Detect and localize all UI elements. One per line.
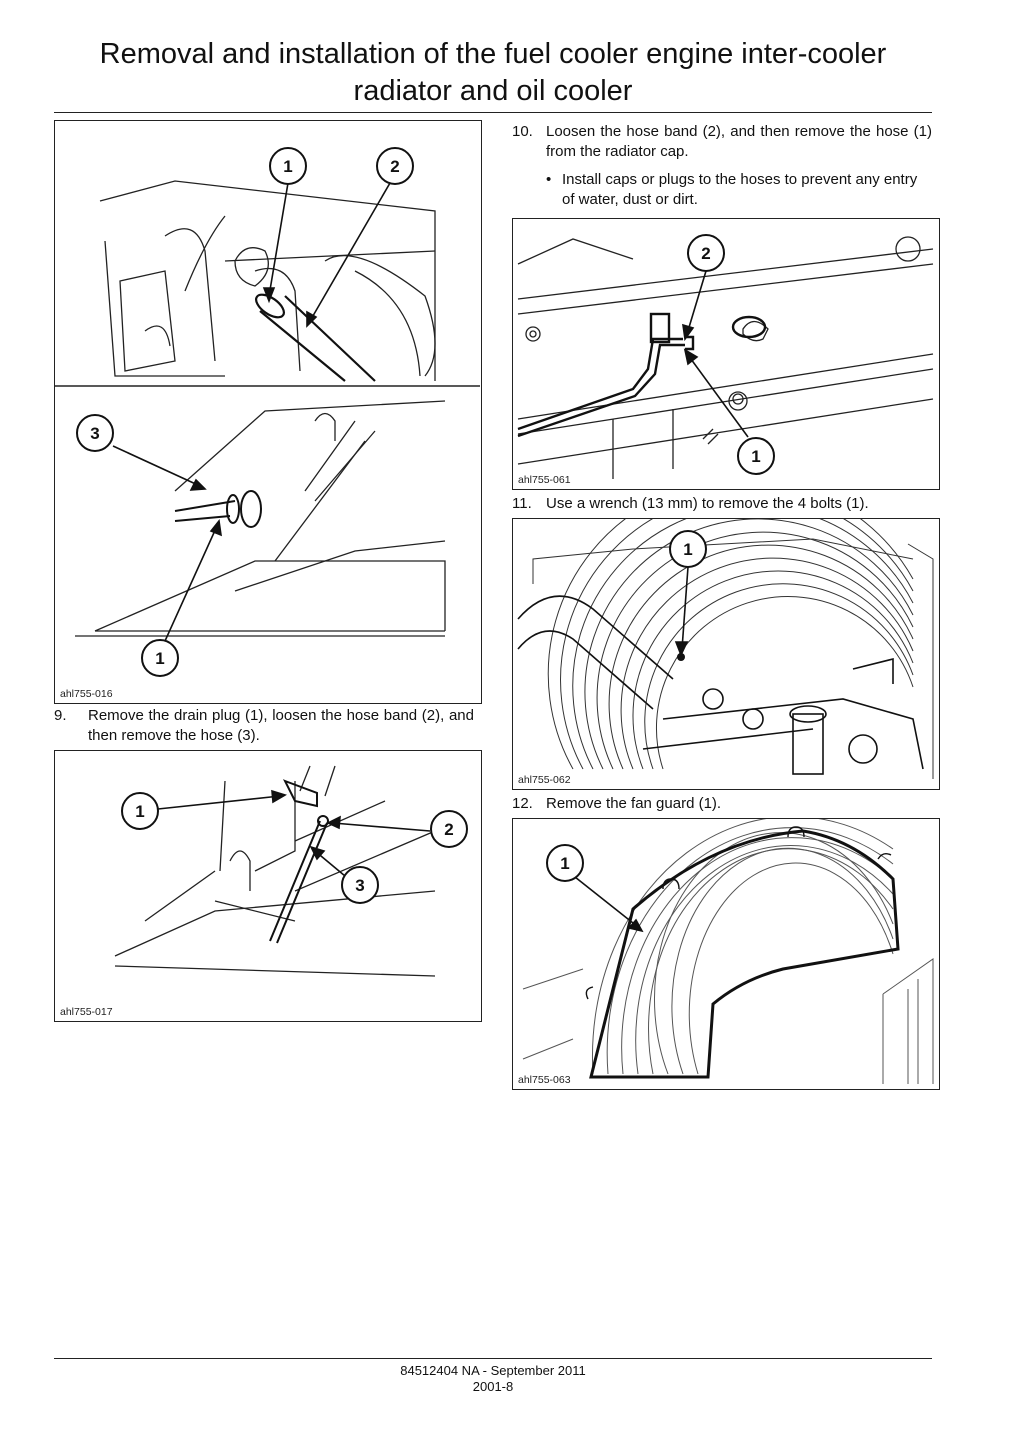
figure-id: ahl755-061 [518,474,571,486]
callout-2: 2 [701,244,710,263]
step-12: 12. Remove the fan guard (1). [512,794,932,814]
figure-ahl755-017: 1 2 3 ahl755-017 [54,750,482,1022]
footer-doc: 84512404 NA - September 2011 [400,1363,586,1378]
figure-ahl755-016: 1 2 3 1 ahl755-016 [54,120,482,704]
step-text: Remove the fan guard (1). [546,795,722,812]
step-text: Remove the drain plug (1), loosen the ho… [88,707,474,744]
figure-id: ahl755-016 [60,688,113,700]
step-10-note: • Install caps or plugs to the hoses to … [546,170,932,210]
header-rule [54,112,932,113]
figure-id: ahl755-062 [518,774,571,786]
bullet-dot: • [546,171,552,188]
step-number: 12. [512,795,533,812]
step-text: Loosen the hose band (2), and then remov… [546,123,932,160]
callout-1: 1 [751,447,760,466]
footer-page-number: 2001-8 [472,1379,514,1394]
step-number: 10. [512,123,533,140]
page-title: Removal and installation of the fuel coo… [99,38,887,107]
figure-ahl755-063: 1 ahl755-063 [512,818,940,1090]
step-number: 11. [512,495,532,512]
step-text: Use a wrench (13 mm) to remove the 4 bol… [546,495,869,512]
callout-3: 3 [355,876,364,895]
figure-ahl755-062-illustration: 1 [517,519,934,779]
footer-rule [54,1358,932,1359]
callout-1: 1 [135,802,144,821]
step-number: 9. [54,707,67,724]
step-10: 10. Loosen the hose band (2), and then r… [512,122,932,162]
callout-1: 1 [683,540,692,559]
callout-2: 2 [444,820,453,839]
figure-ahl755-062: 1 ahl755-062 [512,518,940,790]
callout-1: 1 [560,854,569,873]
figure-id: ahl755-017 [60,1006,113,1018]
figure-ahl755-016-illustration: 1 2 3 1 [55,147,480,677]
callout-3: 3 [90,424,99,443]
figure-ahl755-017-illustration: 1 2 3 [114,765,468,977]
callout-2: 2 [390,157,399,176]
step-11: 11. Use a wrench (13 mm) to remove the 4… [512,494,932,514]
figure-ahl755-061: 2 1 ahl755-061 [512,218,940,490]
figure-ahl755-063-illustration: 1 [522,819,934,1084]
figure-ahl755-061-illustration: 2 1 [517,234,934,479]
note-text: Install caps or plugs to the hoses to pr… [562,171,918,208]
callout-1: 1 [283,157,292,176]
callout-1: 1 [155,649,164,668]
figure-id: ahl755-063 [518,1074,571,1086]
step-9: 9. Remove the drain plug (1), loosen the… [54,706,474,746]
